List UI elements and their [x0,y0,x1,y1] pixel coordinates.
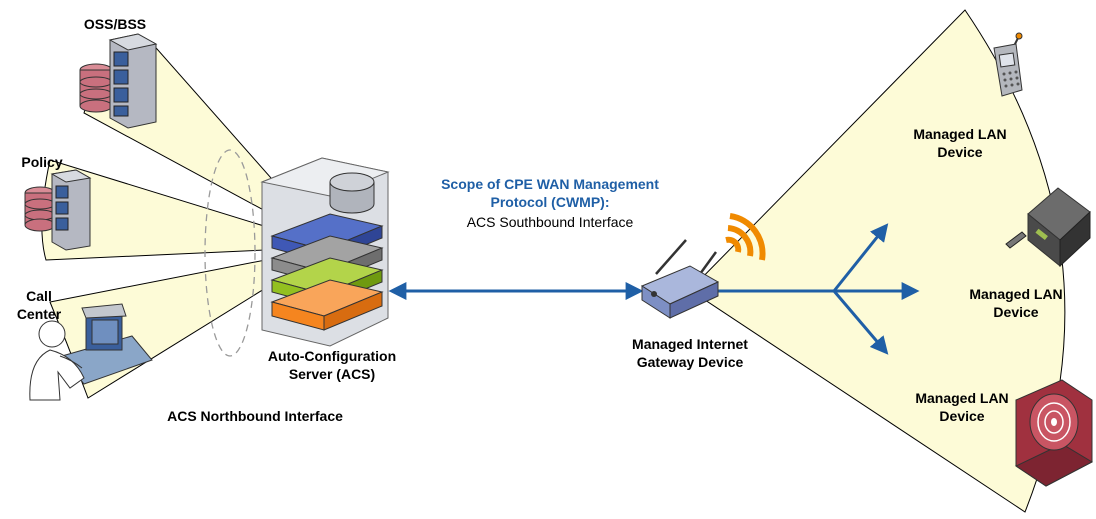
mobile-phone-icon [993,32,1023,97]
set-top-box-icon [1005,187,1091,268]
call-center-label-line1: Call [26,288,52,304]
policy-icon [24,169,92,251]
oss-bss-label: OSS/BSS [83,16,147,32]
acs-server-icon [260,157,390,347]
oss-bss-icon [79,33,158,129]
acs-label-line2: Server (ACS) [288,366,376,382]
call-center-icon [29,303,153,401]
northbound-scope-ellipse [204,149,256,357]
wifi-signal-icon [725,213,766,261]
lan-device-1-label-line2: Device [937,144,983,160]
northbound-interface-label: ACS Northbound Interface [167,408,343,424]
acs-label-line1: Auto-Configuration [267,348,397,364]
policy-label: Policy [21,154,63,170]
lan-device-3-label-line2: Device [939,408,985,424]
lan-device-2-label-line1: Managed LAN [969,286,1063,302]
lan-device-3-label-line1: Managed LAN [915,390,1009,406]
cwmp-scope-label-line1: Scope of CPE WAN Management [441,176,659,192]
speaker-device-icon [1014,379,1094,487]
lan-device-2-label-line2: Device [993,304,1039,320]
gateway-label-line2: Gateway Device [636,354,744,370]
cwmp-scope-label-line2: Protocol (CWMP): [490,194,610,210]
gateway-router-icon [640,239,720,319]
lan-distribution-arrows [716,223,920,355]
southbound-interface-label: ACS Southbound Interface [466,214,634,230]
gateway-label-line1: Managed Internet [632,336,748,352]
lan-device-1-label-line1: Managed LAN [913,126,1007,142]
call-center-label-line2: Center [16,306,62,322]
